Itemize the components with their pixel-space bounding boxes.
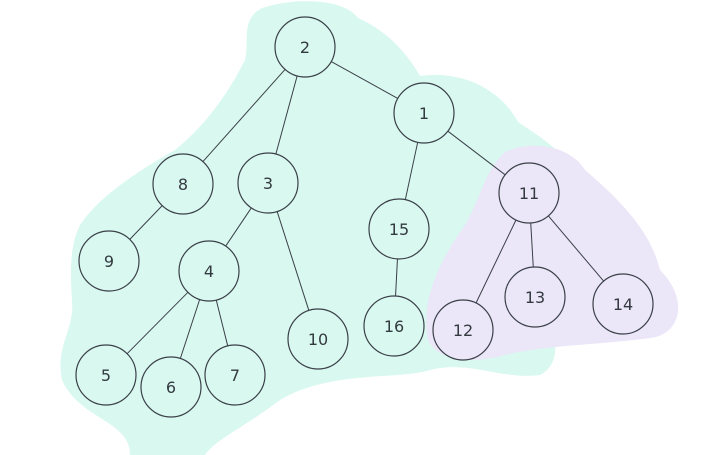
edge-11-13 [530, 222, 534, 268]
tree-node-7: 7 [204, 344, 266, 406]
tree-node-1: 1 [393, 82, 455, 144]
tree-node-6: 6 [140, 356, 202, 418]
node-circle [75, 344, 137, 406]
tree-node-4: 4 [178, 240, 240, 302]
node-label: 13 [525, 288, 545, 307]
node-circle [178, 240, 240, 302]
nodes-layer: 2 1 8 3 9 4 5 6 7 10 15 16 11 12 13 14 [75, 16, 654, 418]
edge-3-4 [225, 207, 252, 247]
edge-8-9 [129, 205, 163, 240]
edge-11-14 [548, 215, 604, 282]
node-circle [498, 162, 560, 224]
edge-4-5 [126, 291, 189, 355]
node-circle [237, 152, 299, 214]
tree-node-14: 14 [592, 273, 654, 335]
tree-node-13: 13 [504, 266, 566, 328]
node-circle [140, 356, 202, 418]
node-label: 11 [519, 184, 539, 203]
tree-node-10: 10 [287, 308, 349, 370]
edge-2-3 [275, 75, 298, 155]
tree-node-8: 8 [152, 153, 214, 215]
node-circle [393, 82, 455, 144]
tree-node-2: 2 [274, 16, 336, 78]
tree-node-9: 9 [78, 230, 140, 292]
node-label: 1 [419, 104, 429, 123]
tree-node-12: 12 [432, 299, 494, 361]
edge-11-12 [475, 219, 517, 304]
node-circle [432, 299, 494, 361]
node-circle [592, 273, 654, 335]
node-label: 5 [101, 366, 111, 385]
node-label: 10 [308, 330, 328, 349]
node-circle [363, 295, 425, 357]
edge-3-10 [276, 211, 310, 311]
node-label: 3 [263, 174, 273, 193]
node-label: 15 [389, 220, 409, 239]
edge-4-6 [179, 299, 201, 359]
node-circle [287, 308, 349, 370]
node-circle [78, 230, 140, 292]
node-circle [368, 198, 430, 260]
node-circle [504, 266, 566, 328]
node-label: 12 [453, 321, 473, 340]
tree-node-5: 5 [75, 344, 137, 406]
node-circle [274, 16, 336, 78]
tree-node-15: 15 [368, 198, 430, 260]
node-label: 2 [300, 38, 310, 57]
node-label: 9 [104, 252, 114, 271]
node-label: 14 [613, 295, 633, 314]
tree-node-3: 3 [237, 152, 299, 214]
tree-node-11: 11 [498, 162, 560, 224]
tree-node-16: 16 [363, 295, 425, 357]
edge-1-15 [404, 142, 419, 200]
node-circle [152, 153, 214, 215]
edge-1-11 [447, 130, 506, 176]
node-label: 4 [204, 262, 214, 281]
edges-layer [126, 61, 604, 359]
node-label: 8 [178, 175, 188, 194]
edge-2-8 [202, 69, 286, 162]
node-circle [204, 344, 266, 406]
node-label: 6 [166, 378, 176, 397]
edge-4-7 [215, 299, 229, 347]
edge-2-1 [330, 61, 399, 99]
edge-15-16 [395, 258, 398, 297]
node-label: 7 [230, 366, 240, 385]
node-label: 16 [384, 317, 404, 336]
